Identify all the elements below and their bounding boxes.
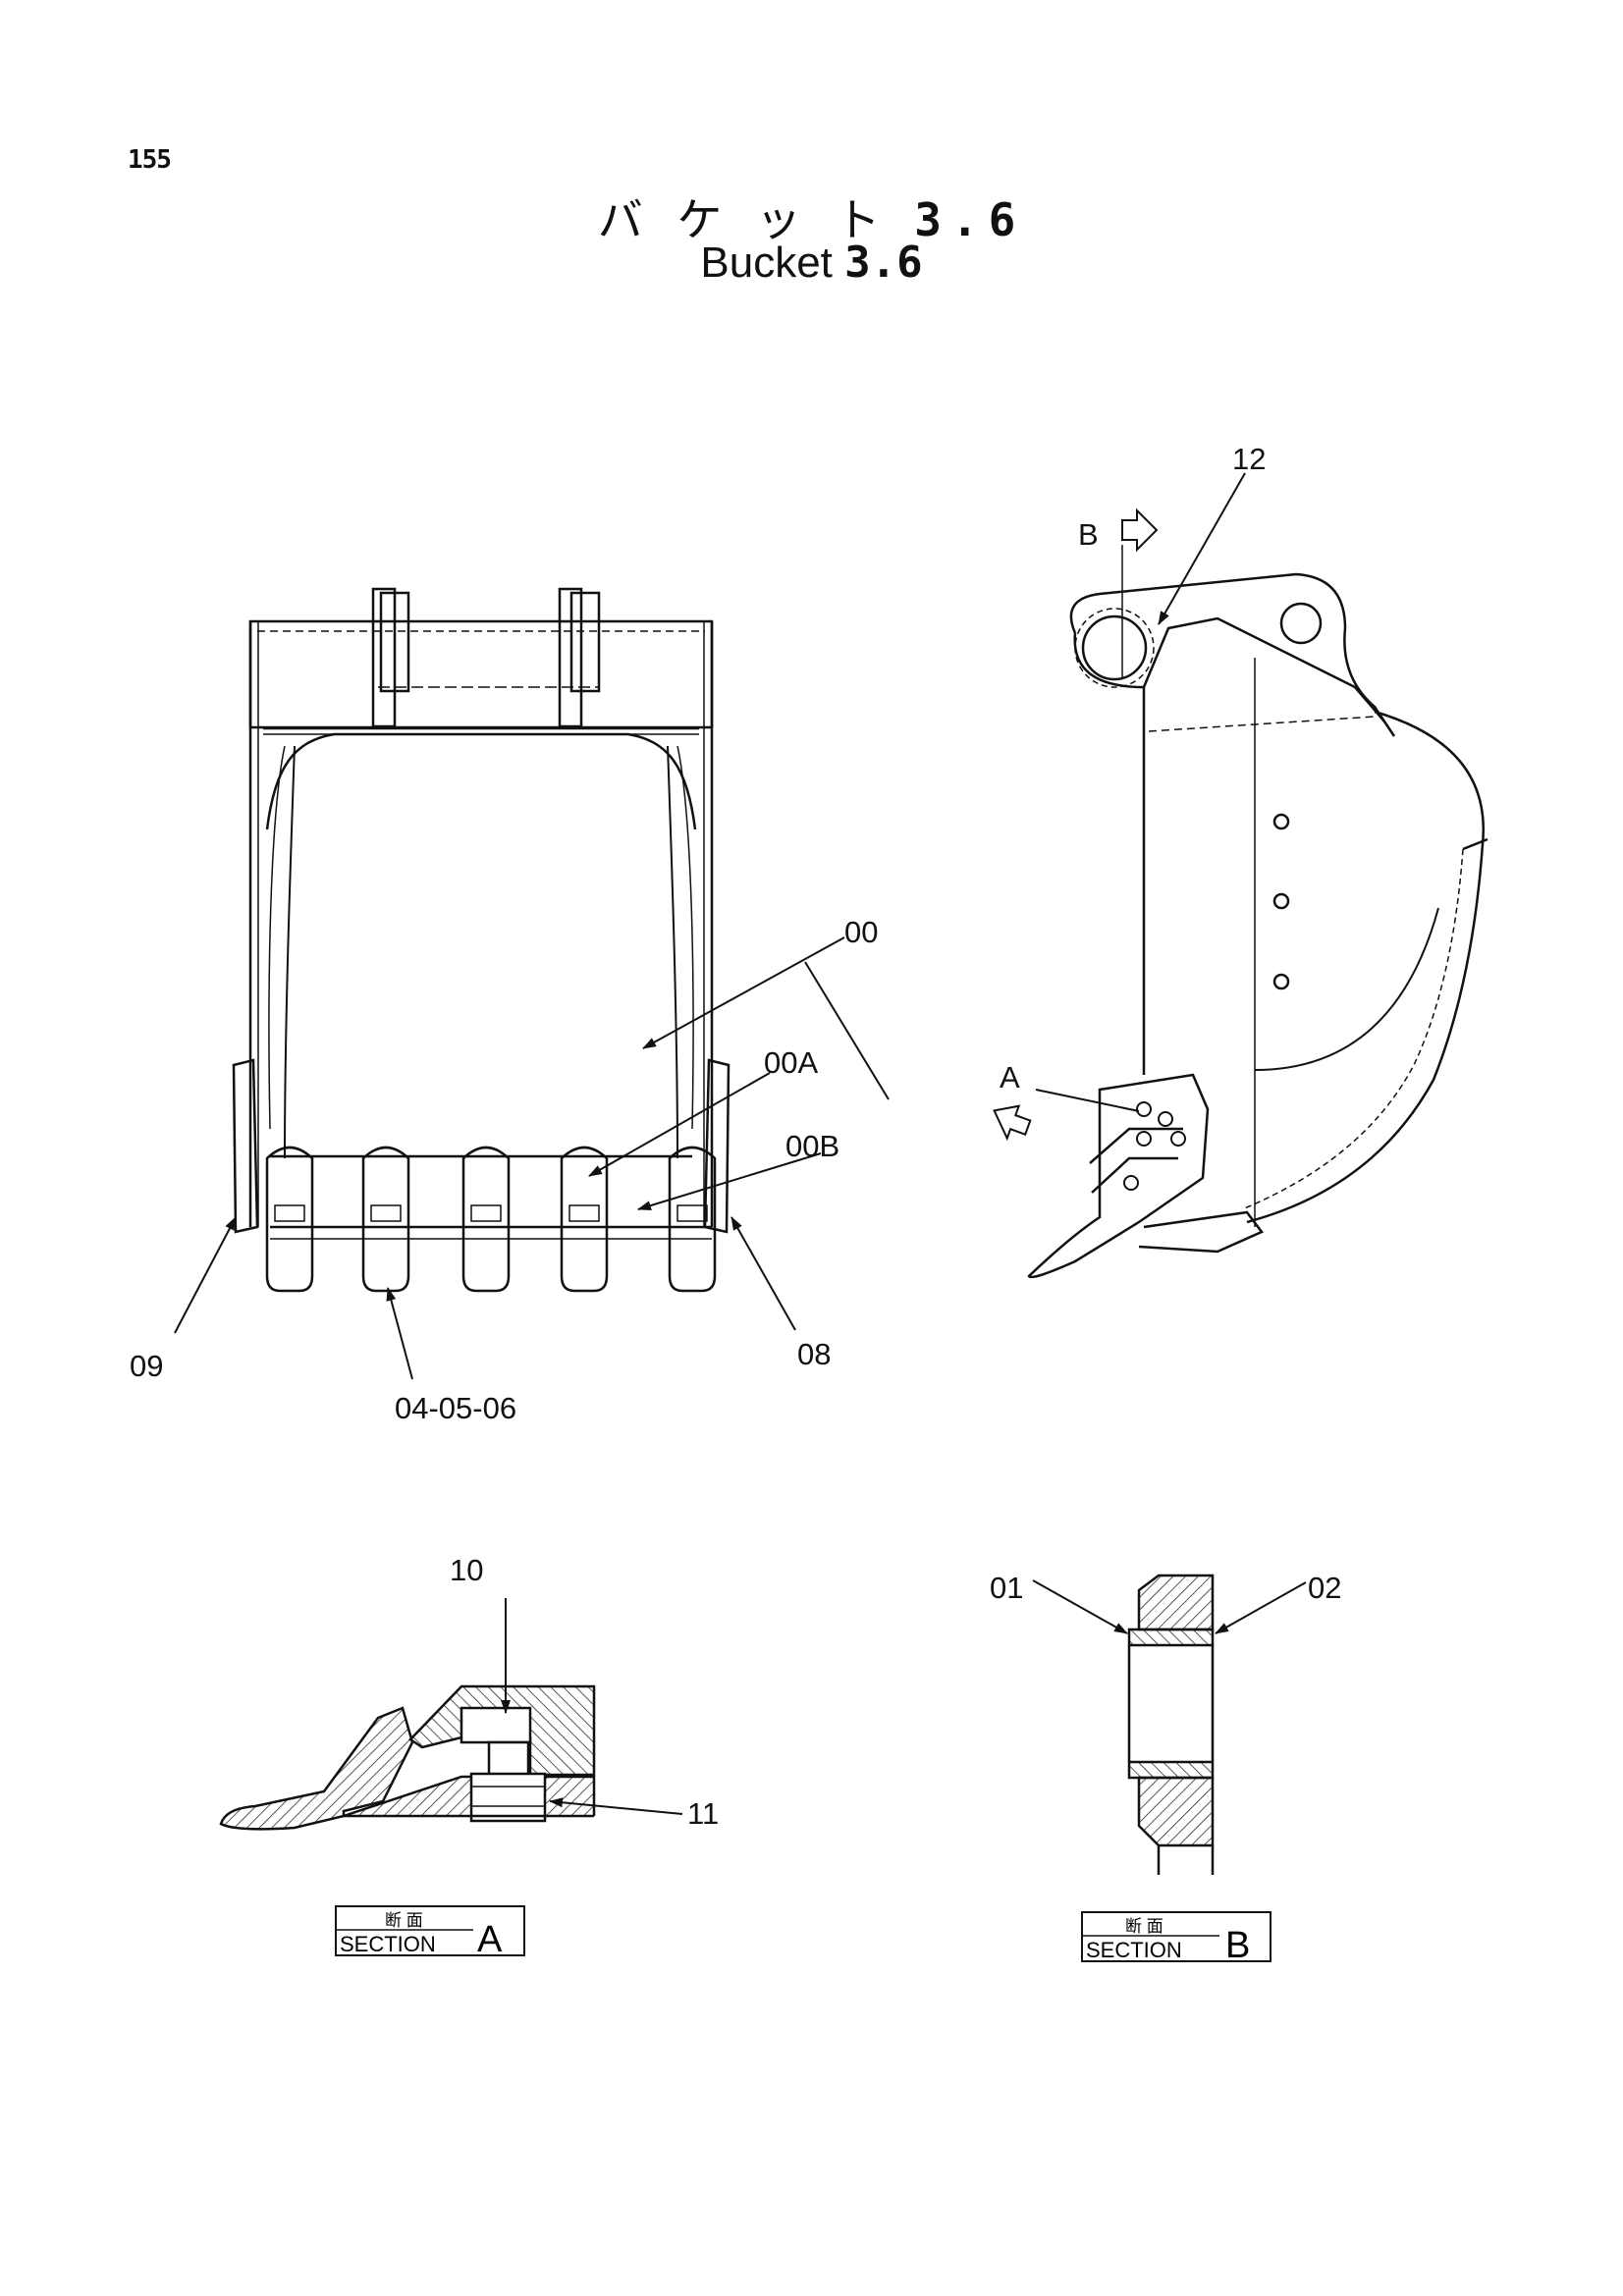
- section-a-jp: 断 面: [385, 1911, 423, 1930]
- section-a-en: SECTION: [340, 1932, 436, 1956]
- callout-a-marker: A: [1000, 1060, 1020, 1095]
- bucket-teeth: [265, 1146, 717, 1293]
- page-title-english: Bucket 3.6: [0, 238, 1623, 288]
- callout-00b: 00B: [785, 1129, 839, 1163]
- callout-00: 00: [844, 915, 878, 949]
- callout-00a: 00A: [764, 1045, 818, 1080]
- section-b-detail: [1032, 1574, 1307, 1875]
- callout-12: 12: [1232, 442, 1266, 476]
- title-jp-text: バ ケ ッ ト: [597, 193, 891, 246]
- bucket-side-view: [993, 472, 1488, 1279]
- bucket-front-view: [174, 587, 890, 1380]
- section-b-letter: B: [1225, 1925, 1250, 1966]
- section-a-letter: A: [477, 1919, 503, 1960]
- title-jp-value: 3.6: [914, 193, 1026, 246]
- section-b-jp: 断 面: [1125, 1917, 1163, 1936]
- section-b-label: 断 面 SECTION B: [1081, 1911, 1271, 1966]
- callout-08: 08: [797, 1337, 831, 1371]
- callout-02: 02: [1308, 1571, 1341, 1605]
- section-a-detail: [219, 1598, 683, 1831]
- callout-11: 11: [687, 1796, 719, 1831]
- callout-04-05-06: 04-05-06: [395, 1391, 516, 1425]
- title-en-value: 3.6: [844, 238, 923, 288]
- section-b-en: SECTION: [1086, 1938, 1182, 1962]
- callout-b-marker: B: [1078, 517, 1099, 552]
- callout-10: 10: [450, 1553, 483, 1587]
- section-a-label: 断 面 SECTION A: [335, 1905, 525, 1960]
- callout-09: 09: [130, 1349, 163, 1383]
- title-en-text: Bucket: [700, 239, 833, 287]
- callout-01: 01: [990, 1571, 1023, 1605]
- page-title-japanese: バ ケ ッ ト 3.6: [0, 185, 1623, 249]
- page-number: 155: [128, 145, 172, 175]
